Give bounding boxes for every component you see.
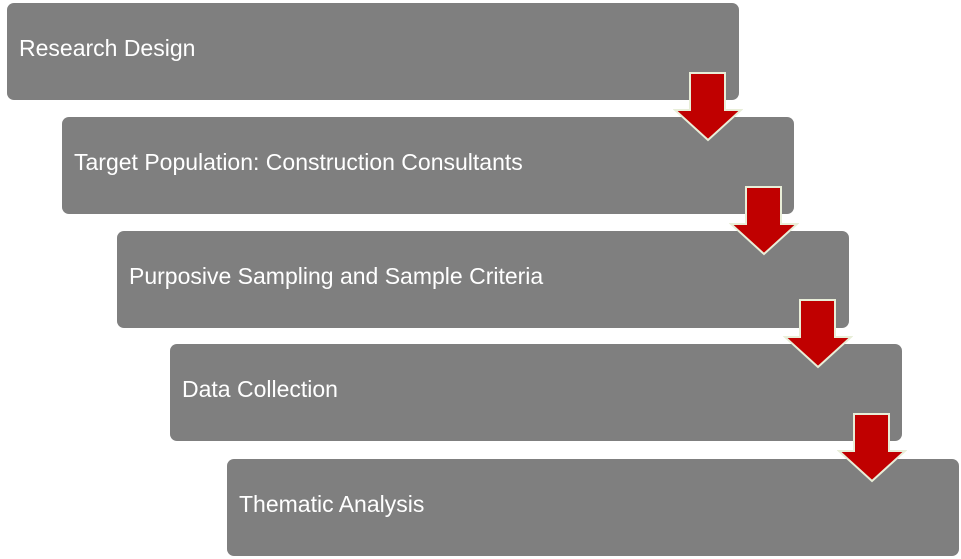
step-label: Data Collection — [182, 376, 338, 402]
step-label: Research Design — [19, 35, 196, 61]
step-label: Purposive Sampling and Sample Criteria — [129, 263, 544, 289]
down-arrow-icon — [783, 299, 853, 369]
step-label: Thematic Analysis — [239, 491, 425, 517]
step-box-2: Target Population: Construction Consulta… — [62, 117, 794, 214]
step-box-4: Data Collection — [170, 344, 902, 441]
step-label: Target Population: Construction Consulta… — [74, 149, 523, 175]
step-box-5: Thematic Analysis — [227, 459, 959, 556]
down-arrow-icon — [673, 72, 743, 142]
step-box-1: Research Design — [7, 3, 739, 100]
step-box-3: Purposive Sampling and Sample Criteria — [117, 231, 849, 328]
down-arrow-icon — [837, 413, 907, 483]
down-arrow-icon — [729, 186, 799, 256]
